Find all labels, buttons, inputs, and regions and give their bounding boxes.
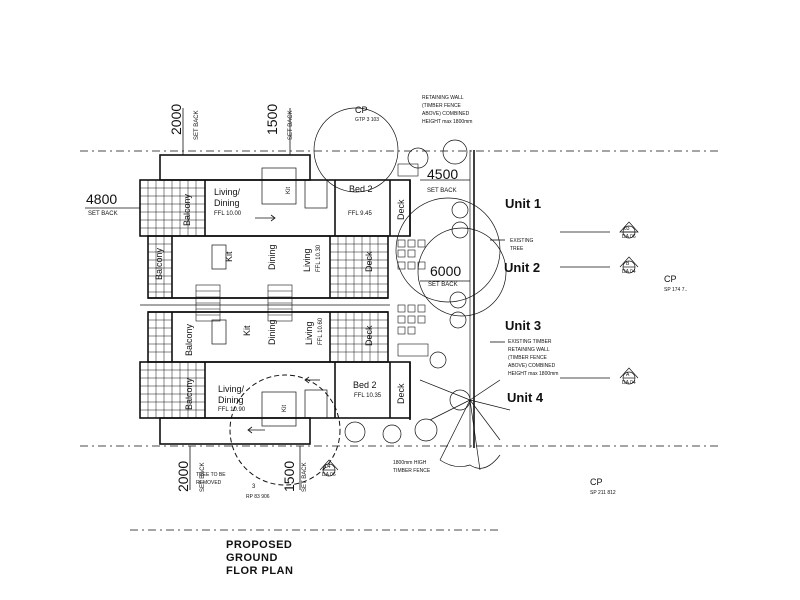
room-living-dining-u4-l1: Living/ [218,384,245,394]
room-living-dining-u1-l1: Living/ [214,187,241,197]
tree-canopies [229,107,507,486]
room-living-dining-u4-l2: Dining [218,395,244,405]
note-existing-timber-2: RETAINING WALL [508,347,550,353]
room-kit-u1: Kit [286,187,292,194]
note-cp-bottom: CP [590,477,603,487]
note-cp-top: CP [355,105,368,115]
room-kit-u2: Kit [224,251,234,262]
setback-label-bl: SET BACK [200,462,206,492]
room-living-u3: Living [304,321,314,345]
building-outline [139,154,411,445]
note-retaining-top-3: ABOVE) COMBINED [422,111,470,117]
ffl-bed-u1: FFL 9.45 [348,211,372,217]
room-living-u2: Living [302,248,312,272]
section-marker-04 [319,459,339,477]
note-retaining-top-1: RETAINING WALL [422,95,464,101]
ffl-u4: FFL 10.90 [218,407,246,413]
note-existing-timber-5: HEIGHT max 1800mm [508,371,558,377]
marker-03-bot: DA 06 [622,234,636,240]
unit-label-1: Unit 1 [505,196,541,211]
stairs [195,284,293,322]
deck-hatch [330,236,388,362]
room-kit-u4: Kit [282,405,288,412]
note-sp-bottom: SP 211 812 [590,490,616,496]
marker-04-top: 04 [325,464,331,470]
room-balcony-u1: Balcony [182,193,192,226]
note-retaining-top-4: HEIGHT max 1800mm [422,119,472,125]
room-balcony-u3: Balcony [184,323,194,356]
setback-unit2: 6000 [430,263,461,279]
room-bed2-u4: Bed 2 [353,380,377,390]
note-sp-right: SP 174 7.. [664,287,687,293]
room-deck-u3: Deck [364,325,374,346]
note-existing-timber-3: (TIMBER FENCE [508,355,548,361]
note-existing-timber-4: ABOVE) COMBINED [508,363,556,369]
note-fence-2: TIMBER FENCE [393,468,431,474]
marker-a-top: A [626,372,630,378]
ffl-u2: FFL 10.30 [316,244,322,272]
setback-top-left: 2000 [168,104,184,135]
note-lot-num: 3 [252,484,256,490]
note-gtp: GTP 3 103 [355,117,379,123]
setback-unit2-label: SET BACK [428,282,458,288]
section-marker-b [619,256,639,274]
setback-left-label: SET BACK [88,211,118,217]
section-marker-03 [619,221,639,239]
balcony-hatch [140,180,205,418]
marker-b-bot: DA 04 [622,269,636,275]
room-bed2-u1: Bed 2 [349,184,373,194]
marker-b-top: B [626,261,630,267]
note-existing-tree-2: TREE [510,246,524,252]
note-cp-right: CP [664,274,677,284]
dimension-lines [85,108,610,490]
marker-04-bot: DA 06 [322,472,336,478]
setback-bottom-mid: 1500 [281,461,297,492]
room-living-dining-u1-l2: Dining [214,198,240,208]
marker-a-bot: DA 04 [622,380,636,386]
note-rp: RP 83 906 [246,494,270,500]
shrubs [344,139,471,444]
flow-arrows [247,214,320,434]
setback-label-bm: SET BACK [302,462,308,492]
marker-03-top: 03 [624,226,630,232]
note-tree-removed-2: REMOVED [196,480,222,486]
note-existing-tree-1: EXISTING [510,238,533,244]
unit-label-4: Unit 4 [507,390,544,405]
large-tree-icon [419,379,511,471]
setback-top-mid: 1500 [264,104,280,135]
unit-label-2: Unit 2 [504,260,540,275]
unit-label-3: Unit 3 [505,318,541,333]
ffl-bed-u4: FFL 10.35 [354,393,382,399]
setback-unit1: 4500 [427,166,458,182]
ffl-u1: FFL 10.00 [214,211,242,217]
plan-title-3: FLOR PLAN [226,565,293,577]
note-tree-removed-1: TREE TO BE [196,472,226,478]
note-existing-timber-1: EXISTING TIMBER [508,339,552,345]
room-deck-u1: Deck [396,199,406,220]
note-fence-1: 1800mm HIGH [393,460,427,466]
room-dining-u3: Dining [267,319,277,345]
plan-title-1: PROPOSED [226,539,292,551]
section-marker-a [619,367,639,385]
note-retaining-top-2: (TIMBER FENCE [422,103,462,109]
ffl-u3: FFL 10.60 [318,317,324,345]
room-dining-u2: Dining [267,244,277,270]
setback-unit1-label: SET BACK [427,188,457,194]
plan-title-2: GROUND [226,552,278,564]
setback-label-tm: SET BACK [288,110,294,140]
setback-bottom-left: 2000 [175,461,191,492]
room-balcony-u2: Balcony [154,247,164,280]
room-balcony-u4: Balcony [184,377,194,410]
setback-label-tl: SET BACK [194,110,200,140]
room-deck-u4: Deck [396,383,406,404]
room-deck-u2: Deck [364,251,374,272]
setback-left: 4800 [86,191,117,207]
paver-squares [397,163,429,357]
room-kit-u3: Kit [242,325,252,336]
